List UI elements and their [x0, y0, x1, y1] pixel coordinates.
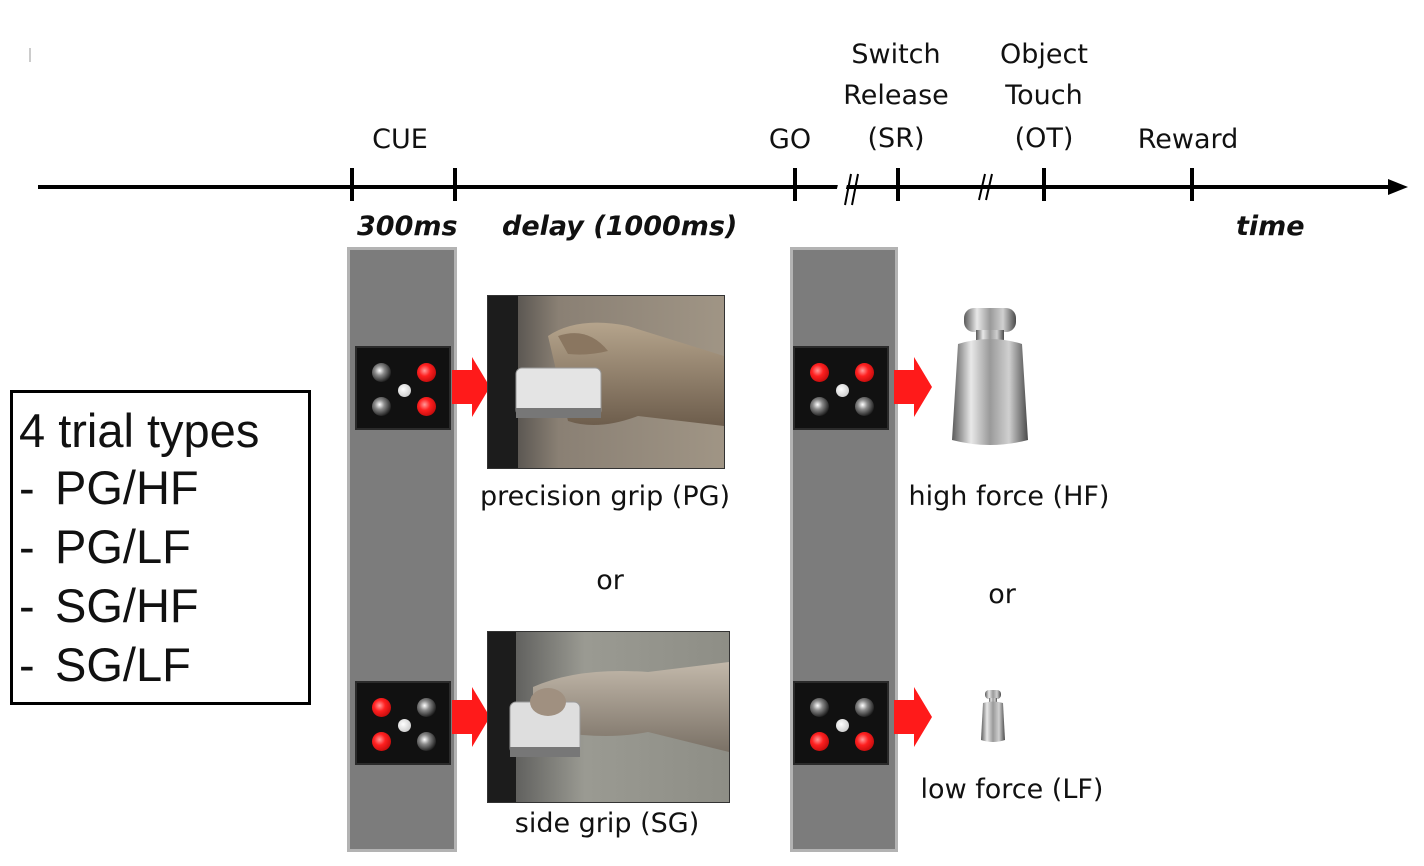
axis-break-icon: [978, 173, 993, 201]
event-ot-label-1: Object: [1000, 39, 1088, 70]
event-ot-label-2: Touch: [1005, 80, 1083, 111]
led-on-icon: [810, 363, 829, 382]
legend-item: -SG/LF: [19, 637, 191, 692]
led-off-icon: [417, 698, 436, 717]
led-off-icon: [372, 363, 391, 382]
weight-icon: [981, 690, 1005, 742]
legend-item-label: SG/LF: [55, 638, 191, 691]
cue-led-panel-sg: [355, 681, 451, 765]
right-arrow-icon: [452, 357, 490, 417]
led-center-icon: [398, 719, 411, 732]
cue-led-panel-pg: [355, 346, 451, 430]
led-on-icon: [855, 363, 874, 382]
go-led-panel-lf: [793, 681, 889, 765]
duration-delay-label: delay (1000ms): [502, 211, 738, 242]
event-sr-label-1: Switch: [851, 39, 941, 70]
time-axis-label: time: [1236, 211, 1305, 242]
low-force-label: low force (LF): [920, 774, 1104, 805]
led-on-icon: [417, 363, 436, 382]
go-led-panel-hf: [793, 346, 889, 430]
led-on-icon: [372, 698, 391, 717]
event-go-label: GO: [768, 124, 812, 155]
trial-types-legend: 4 trial types -PG/HF -PG/LF -SG/HF -SG/L…: [10, 390, 311, 705]
led-off-icon: [855, 397, 874, 416]
legend-dash: -: [19, 520, 35, 573]
led-on-icon: [810, 732, 829, 751]
led-center-icon: [836, 384, 849, 397]
legend-item-label: PG/HF: [55, 461, 199, 514]
legend-item: -PG/LF: [19, 519, 191, 574]
legend-title: 4 trial types: [19, 404, 260, 457]
duration-cue-label: 300ms: [357, 211, 458, 242]
event-cue-label: CUE: [372, 124, 428, 155]
event-sr-label-2: Release: [843, 80, 949, 111]
event-reward-label: Reward: [1137, 124, 1239, 155]
event-ot-label-3: (OT): [1014, 123, 1074, 154]
led-off-icon: [810, 698, 829, 717]
legend-item: -SG/HF: [19, 578, 199, 633]
led-off-icon: [417, 732, 436, 751]
precision-grip-photo: [487, 295, 725, 469]
right-arrow-icon: [452, 687, 490, 747]
force-or-label: or: [988, 579, 1016, 610]
event-sr-label-3: (SR): [867, 123, 925, 154]
led-off-icon: [810, 397, 829, 416]
led-off-icon: [855, 698, 874, 717]
legend-item-label: SG/HF: [55, 579, 199, 632]
axis-arrowhead-icon: [1388, 179, 1408, 195]
side-grip-label: side grip (SG): [514, 808, 700, 839]
led-center-icon: [398, 384, 411, 397]
right-arrow-icon: [894, 357, 932, 417]
led-on-icon: [855, 732, 874, 751]
led-on-icon: [372, 732, 391, 751]
side-grip-photo: [487, 631, 730, 803]
legend-item-label: PG/LF: [55, 520, 191, 573]
weight-icon: [952, 308, 1028, 445]
led-center-icon: [836, 719, 849, 732]
led-off-icon: [372, 397, 391, 416]
legend-dash: -: [19, 638, 35, 691]
right-arrow-icon: [894, 687, 932, 747]
legend-item: -PG/HF: [19, 460, 199, 515]
legend-dash: -: [19, 579, 35, 632]
legend-dash: -: [19, 461, 35, 514]
precision-grip-label: precision grip (PG): [479, 481, 731, 512]
grip-or-label: or: [596, 565, 624, 596]
high-force-label: high force (HF): [908, 481, 1110, 512]
led-on-icon: [417, 397, 436, 416]
axis-break-icon: [833, 173, 859, 206]
